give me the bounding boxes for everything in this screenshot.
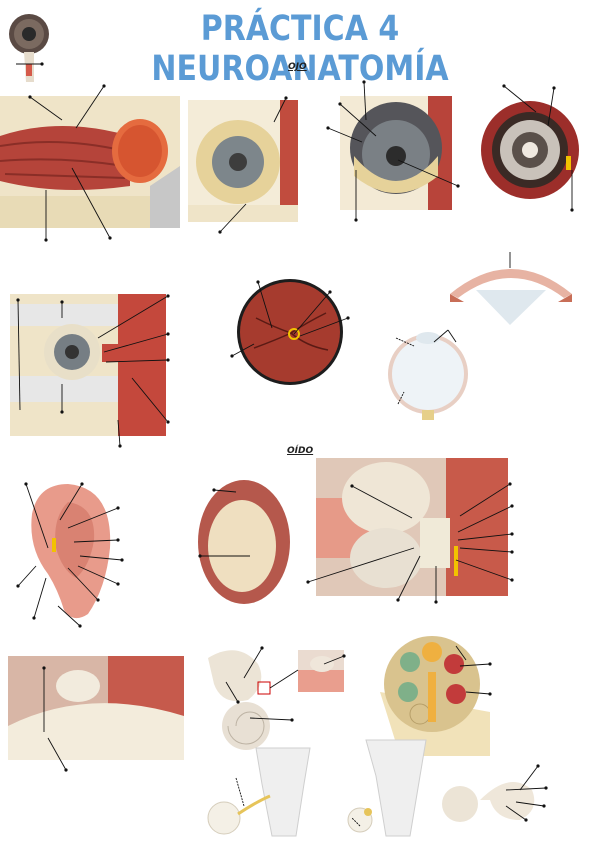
eye-globe-diagram: [378, 330, 478, 420]
ear-canal-section: [8, 656, 184, 760]
labyrinth-model: [440, 760, 544, 840]
cornea-section-diagram: [446, 250, 576, 330]
brainstem-vestibulocochlear-right: [346, 736, 436, 842]
fundus-retina: [236, 278, 344, 386]
orbit-muscles-anterior: [10, 294, 166, 436]
section-ear: OÍDO: [287, 446, 314, 456]
cochlea-detail: [298, 650, 344, 692]
extraocular-muscles-lateral: [0, 96, 180, 228]
inner-ear-cochlea: [188, 644, 280, 754]
brainstem-vestibulocochlear-left: [200, 744, 330, 840]
external-canal-tympanum: [196, 478, 292, 606]
iris-ciliary-posterior: [480, 100, 580, 200]
section-eye: OJO: [288, 62, 307, 72]
eyeball-anterior: [188, 100, 298, 222]
eyeball-thumbnail: [4, 6, 54, 82]
page-title: PRÁCTICA 4 NEUROANATOMÍA: [151, 8, 449, 90]
eyeball-section: [340, 96, 452, 210]
